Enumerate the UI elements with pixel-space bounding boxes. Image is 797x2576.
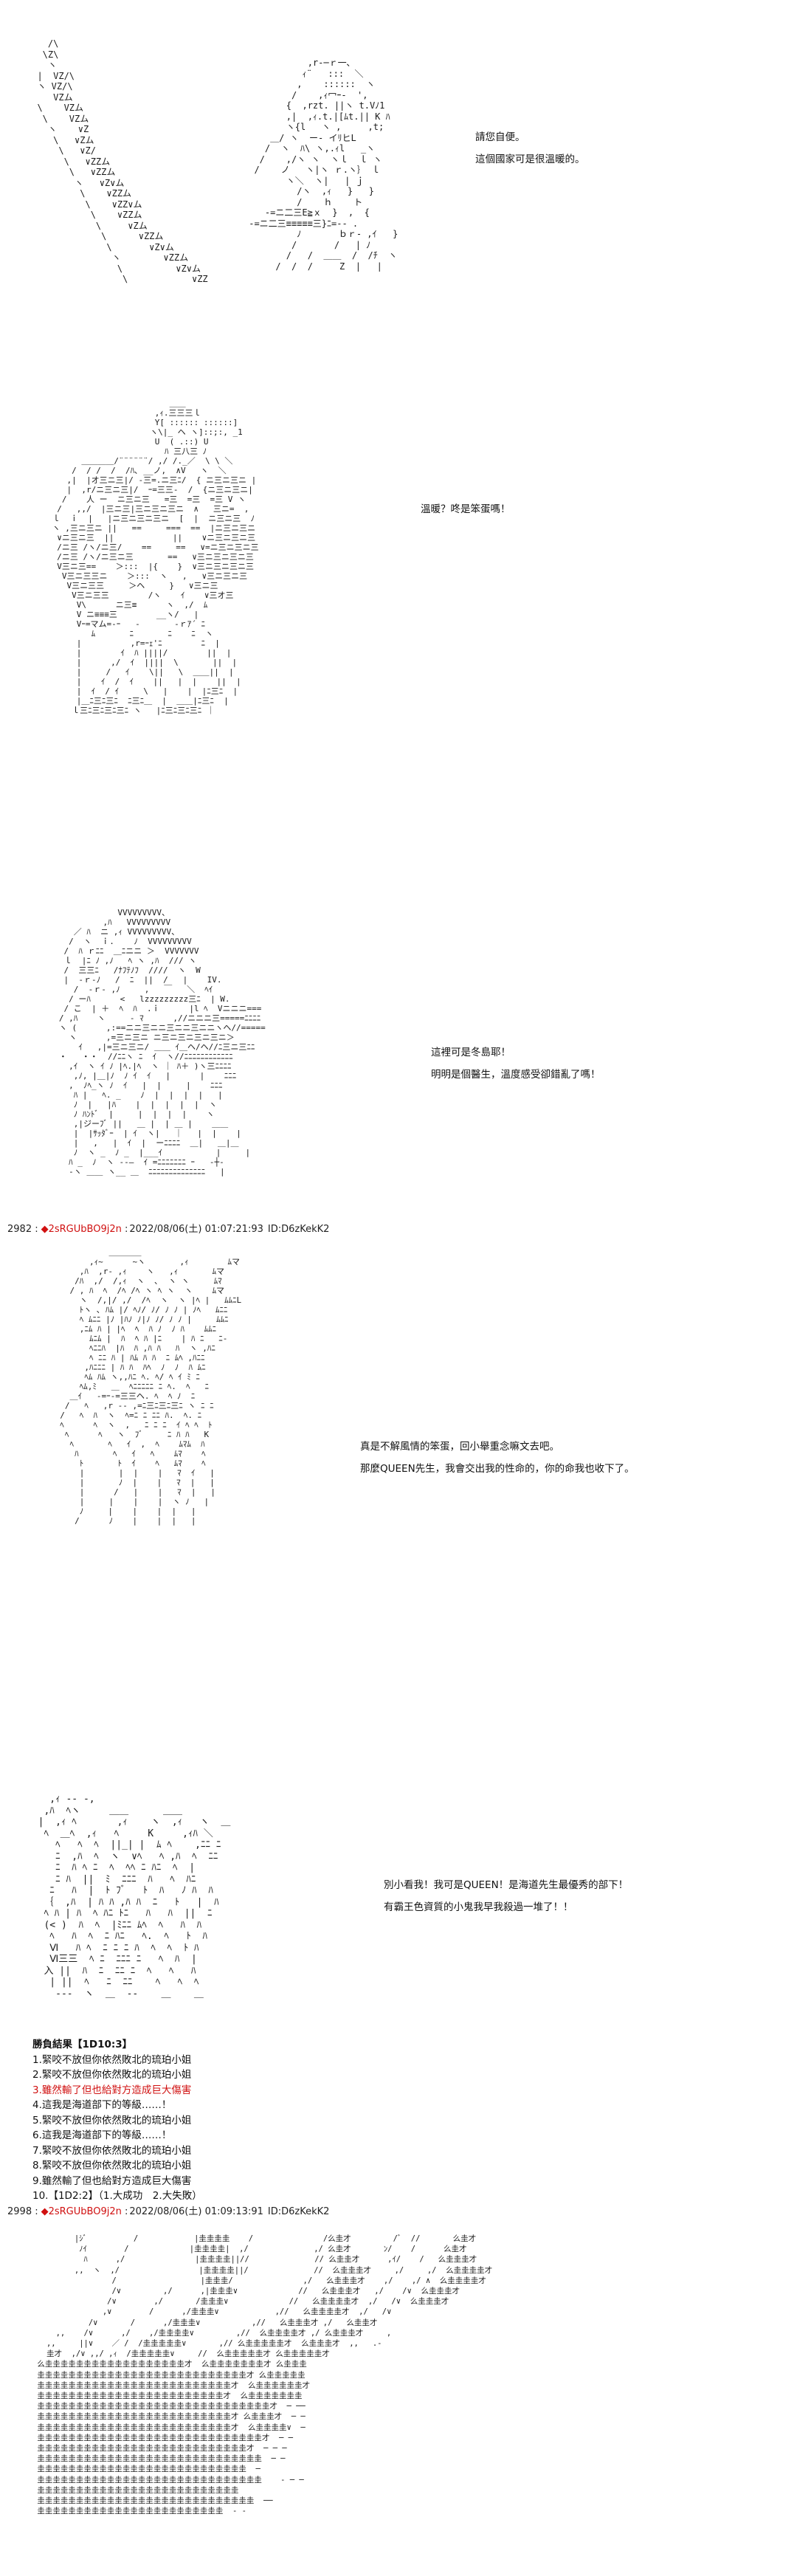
dialogue-line: 真是不解風情的笨蛋，回小舉重念嘛文去吧。 xyxy=(360,1441,559,1453)
scene-2-dialogue: 溫暖？咚是笨蛋嗎！ xyxy=(421,502,511,528)
scene-5-dialogue: 別小看我！我可是QUEEN！是海道先生最優秀的部下！ 有霸王色資質的小鬼我早我殺… xyxy=(384,1878,628,1922)
scene-2: ＿＿ ,ｨ.三三三ｌ Y[ :::::: ::::::] ヽ\|_ ヘ ヽ]::… xyxy=(0,354,797,915)
dice-result-item: 7.緊咬不放但你依然敗北的琉珀小姐 xyxy=(32,2144,192,2157)
poster-name[interactable]: 2sRGUbBO9j2n xyxy=(48,2206,122,2217)
dice-result-title: 勝負結果【1D10:3】 xyxy=(32,2039,133,2050)
scene-3-dialogue: 這裡可是冬島耶！ 明明是個醫生，溫度感受卻錯亂了嗎！ xyxy=(431,1045,601,1089)
dialogue-line: 別小看我！我可是QUEEN！是海道先生最優秀的部下！ xyxy=(384,1879,629,1891)
dialogue-line: 那麼QUEEN先生，我會交出我的性命的，你的命我也收下了。 xyxy=(360,1463,635,1475)
post-id: ID:D6zKekK2 xyxy=(267,1224,330,1235)
trip-diamond-icon: ◆ xyxy=(41,2206,49,2217)
scene-6: |ｼﾞ / |圭圭圭圭 / /么圭才 /ﾞ // 么圭才 ﾉｲ / |圭圭圭圭|… xyxy=(0,2225,797,2576)
ascii-art-character: VVVVVVVVV、 ,ﾊ VVVVVVVVV ／ ﾊ ニ ,ｨ VVVVVVV… xyxy=(58,908,266,1177)
dice-result-item: 5.緊咬不放但你依然敗北的琉珀小姐 xyxy=(32,2114,192,2126)
poster-name[interactable]: 2sRGUbBO9j2n xyxy=(48,1224,122,1235)
dice-result-item: 10.【1D2:2】（1.大成功 2.大失敗） xyxy=(32,2190,202,2202)
dice-result-item: 2.緊咬不放但你依然敗北的琉珀小姐 xyxy=(32,2069,192,2081)
scene-3: VVVVVVVVV、 ,ﾊ VVVVVVVVV ／ ﾊ ニ ,ｨ VVVVVVV… xyxy=(0,900,797,1210)
ascii-art-character: ＿＿ ,ｨ.三三三ｌ Y[ :::::: ::::::] ヽ\|_ ヘ ヽ]::… xyxy=(52,399,259,715)
scene-4: ＿＿＿＿ ,ｨ~ ~ヽ ,ｨ ﾑマ ,ﾊ ,r‐ ,ｨ ヽ ,ｨ ﾑマ /ﾊ ,… xyxy=(0,1240,797,1624)
ascii-art-character: ＿＿＿＿ ,ｨ~ ~ヽ ,ｨ ﾑマ ,ﾊ ,r‐ ,ｨ ヽ ,ｨ ﾑマ /ﾊ ,… xyxy=(60,1247,242,1526)
dice-result-item: 9.雖然輸了但也給對方造成巨大傷害 xyxy=(32,2174,192,2187)
post-date: 2022/08/06(土) 01:09:13:91 xyxy=(129,2206,263,2217)
ascii-art-slash: /\ \Z\ ヽ | VZ/\ ヽ VZ/\ VZム \ VZム \ VZム ヽ… xyxy=(37,38,208,284)
post-header: 2998 :◆2sRGUbBO9j2n :2022/08/06(土) 01:09… xyxy=(7,2206,330,2217)
post-id: ID:D6zKekK2 xyxy=(267,2206,330,2217)
trip-diamond-icon: ◆ xyxy=(41,1224,49,1235)
ascii-art-impact: |ｼﾞ / |圭圭圭圭 / /么圭才 /ﾞ // 么圭才 ﾉｲ / |圭圭圭圭|… xyxy=(37,2234,493,2516)
dialogue-line: 請您自便。 xyxy=(475,131,525,143)
dialogue-line: 這個國家可是很溫暖的。 xyxy=(475,154,585,165)
ascii-art-figure: ,r‐─ｒ一､ ｨ¨ ::: ＼ , :::::: ヽ / ,ｨ冖ｰ- ', {… xyxy=(249,58,398,272)
dice-result: 勝負結果【1D10:3】 1.緊咬不放但你依然敗北的琉珀小姐 2.緊咬不放但你依… xyxy=(32,2037,202,2204)
post-number: 2982 xyxy=(7,1224,32,1235)
dice-result-item: 1.緊咬不放但你依然敗北的琉珀小姐 xyxy=(32,2053,192,2066)
ascii-art-character: ,ｨ ‐‐ ‐, ,ﾊ ﾍヽ ＿＿ ＿＿ | ,ｨ ﾍ ,ｨ ヽ ,ｨ ヽ ＿ … xyxy=(38,1794,231,2000)
dice-result-item: 8.緊咬不放但你依然敗北的琉珀小姐 xyxy=(32,2160,192,2172)
scene-1-dialogue: 請您自便。 這個國家可是很溫暖的。 xyxy=(475,130,585,174)
dice-result-item: 6.這我是海道部下的等級……！ xyxy=(32,2129,172,2141)
scene-1: /\ \Z\ ヽ | VZ/\ ヽ VZ/\ VZム \ VZム \ VZム ヽ… xyxy=(0,0,797,354)
post-header: 2982 :◆2sRGUbBO9j2n :2022/08/06(土) 01:07… xyxy=(7,1224,330,1235)
dialogue-line: 溫暖？咚是笨蛋嗎！ xyxy=(421,503,511,515)
scene-5: ,ｨ ‐‐ ‐, ,ﾊ ﾍヽ ＿＿ ＿＿ | ,ｨ ﾍ ,ｨ ヽ ,ｨ ヽ ＿ … xyxy=(0,1794,797,2037)
dialogue-line: 明明是個醫生，溫度感受卻錯亂了嗎！ xyxy=(431,1069,601,1081)
post-date: 2022/08/06(土) 01:07:21:93 xyxy=(129,1224,263,1235)
post-number: 2998 xyxy=(7,2206,32,2217)
scene-4-dialogue: 真是不解風情的笨蛋，回小舉重念嘛文去吧。 那麼QUEEN先生，我會交出我的性命的… xyxy=(360,1439,635,1484)
dialogue-line: 有霸王色資質的小鬼我早我殺過一堆了！！ xyxy=(384,1901,573,1913)
dialogue-line: 這裡可是冬島耶！ xyxy=(431,1047,511,1058)
dice-result-item-selected: 3.雖然輸了但也給對方造成巨大傷害 xyxy=(32,2084,192,2096)
dice-result-item: 4.這我是海道部下的等級……！ xyxy=(32,2099,172,2111)
